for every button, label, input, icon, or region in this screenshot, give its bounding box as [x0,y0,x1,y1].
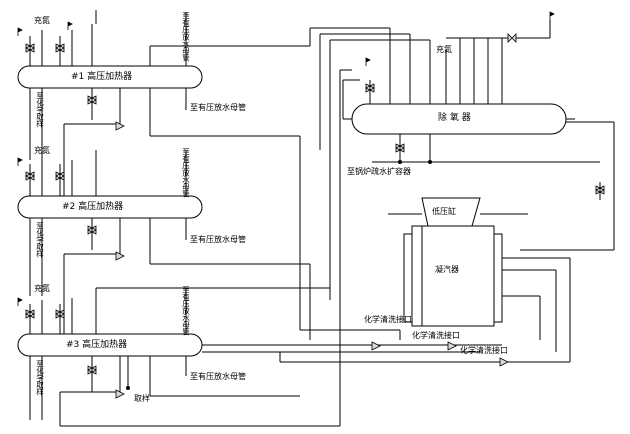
valve-icon [87,225,97,235]
heater-1-vent-label: 至有压放水母管 [181,12,191,61]
heater-2-fill-label: 充氮 [34,146,50,155]
chem-clean-3: 化学清洗接口 [460,346,508,355]
condenser-body [411,225,495,327]
sampling-vertical-label-3: 至化学取样 [35,360,45,395]
heater-2-label: #2 高压加热器 [62,202,124,212]
valve-icon [371,341,381,351]
valve-icon [25,171,35,181]
valve-icon [55,171,65,181]
heater-3-fill-label: 充氮 [34,284,50,293]
valve-icon [115,251,125,261]
heater-3-drain-label: 至有压放水母管 [190,372,246,381]
valve-icon [115,389,125,399]
heater-1-label: #1 高压加热器 [71,72,133,82]
chem-clean-1: 化学清洗接口 [364,315,412,324]
valve-icon [87,95,97,105]
deaerator-fill-label: 充氮 [436,45,452,54]
heater-1-fill-label: 充氮 [34,16,50,25]
flag-icon [17,157,23,166]
valve-icon [55,309,65,319]
valve-icon [25,43,35,53]
flag-icon [549,11,555,20]
boiler-drain-label: 至锅炉疏水扩容器 [347,167,411,176]
valve-icon [447,341,457,351]
heater-3-label: #3 高压加热器 [66,340,128,350]
heater-1-vessel [17,65,203,89]
heater-3-vent-label: 至有压放水母管 [181,286,191,335]
sample-label: 取样 [134,394,150,403]
flag-icon [365,57,371,66]
heater-1-drain-label: 至有压放水母管 [190,103,246,112]
sampling-vertical-label-1: 至化学取样 [35,92,45,127]
flag-icon [17,297,23,306]
valve-icon [87,365,97,375]
valve-icon [365,83,375,93]
flag-icon [67,21,73,30]
lp-cylinder-label: 低压缸 [432,207,456,216]
valve-icon [25,309,35,319]
valve-icon [499,357,509,367]
valve-icon [395,143,405,153]
valve-icon [55,43,65,53]
deaerator-label: 除 氧 器 [438,113,471,123]
flag-icon [17,27,23,36]
valve-icon [507,33,517,43]
sampling-vertical-label-2: 至化学取样 [35,222,45,257]
heater-2-vessel [17,195,203,219]
valve-icon [595,185,605,195]
heater-2-drain-label: 至有压放水母管 [190,235,246,244]
condenser-label: 凝汽器 [435,265,459,274]
heater-2-vent-label: 至有压放水母管 [181,148,191,197]
chem-clean-2: 化学清洗接口 [412,331,460,340]
valve-icon [115,121,125,131]
